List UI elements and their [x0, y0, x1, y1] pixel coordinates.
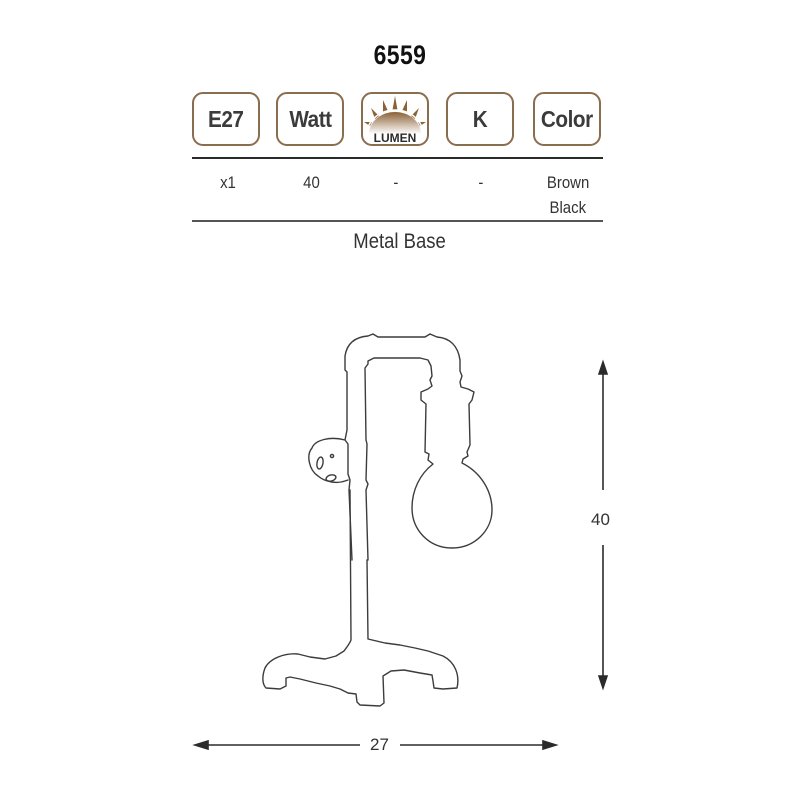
spec-watt-value: 40	[302, 173, 320, 192]
svg-text:LUMEN: LUMEN	[374, 131, 417, 145]
spec-lumen-box: LUMEN	[361, 92, 429, 146]
width-dimension-label: 27	[370, 735, 389, 754]
table-bottom-rule	[192, 220, 603, 222]
spec-color-label: Color	[541, 105, 593, 132]
spec-watt-label: Watt	[288, 105, 332, 132]
width-dimension-arrow	[192, 739, 559, 751]
base-material-label: Metal Base	[353, 230, 447, 253]
spec-socket-label: E27	[208, 105, 244, 132]
spec-color-value: Brown Black	[546, 173, 590, 217]
spec-color-box: Color	[533, 92, 601, 146]
spec-socket-box: E27	[192, 92, 260, 146]
spec-socket-value: x1	[220, 173, 236, 192]
table-top-rule	[192, 157, 603, 159]
lumen-sun-icon: LUMEN	[364, 96, 426, 145]
spec-kelvin-box: K	[446, 92, 514, 146]
spec-watt-box: Watt	[276, 92, 344, 146]
height-dimension-arrow	[597, 359, 609, 691]
spec-kelvin-label: K	[472, 105, 488, 132]
model-number: 6559	[373, 40, 427, 70]
spec-kelvin-value: -	[478, 173, 484, 192]
height-dimension-label: 40	[591, 510, 610, 529]
spec-lumen-value: -	[393, 173, 399, 192]
